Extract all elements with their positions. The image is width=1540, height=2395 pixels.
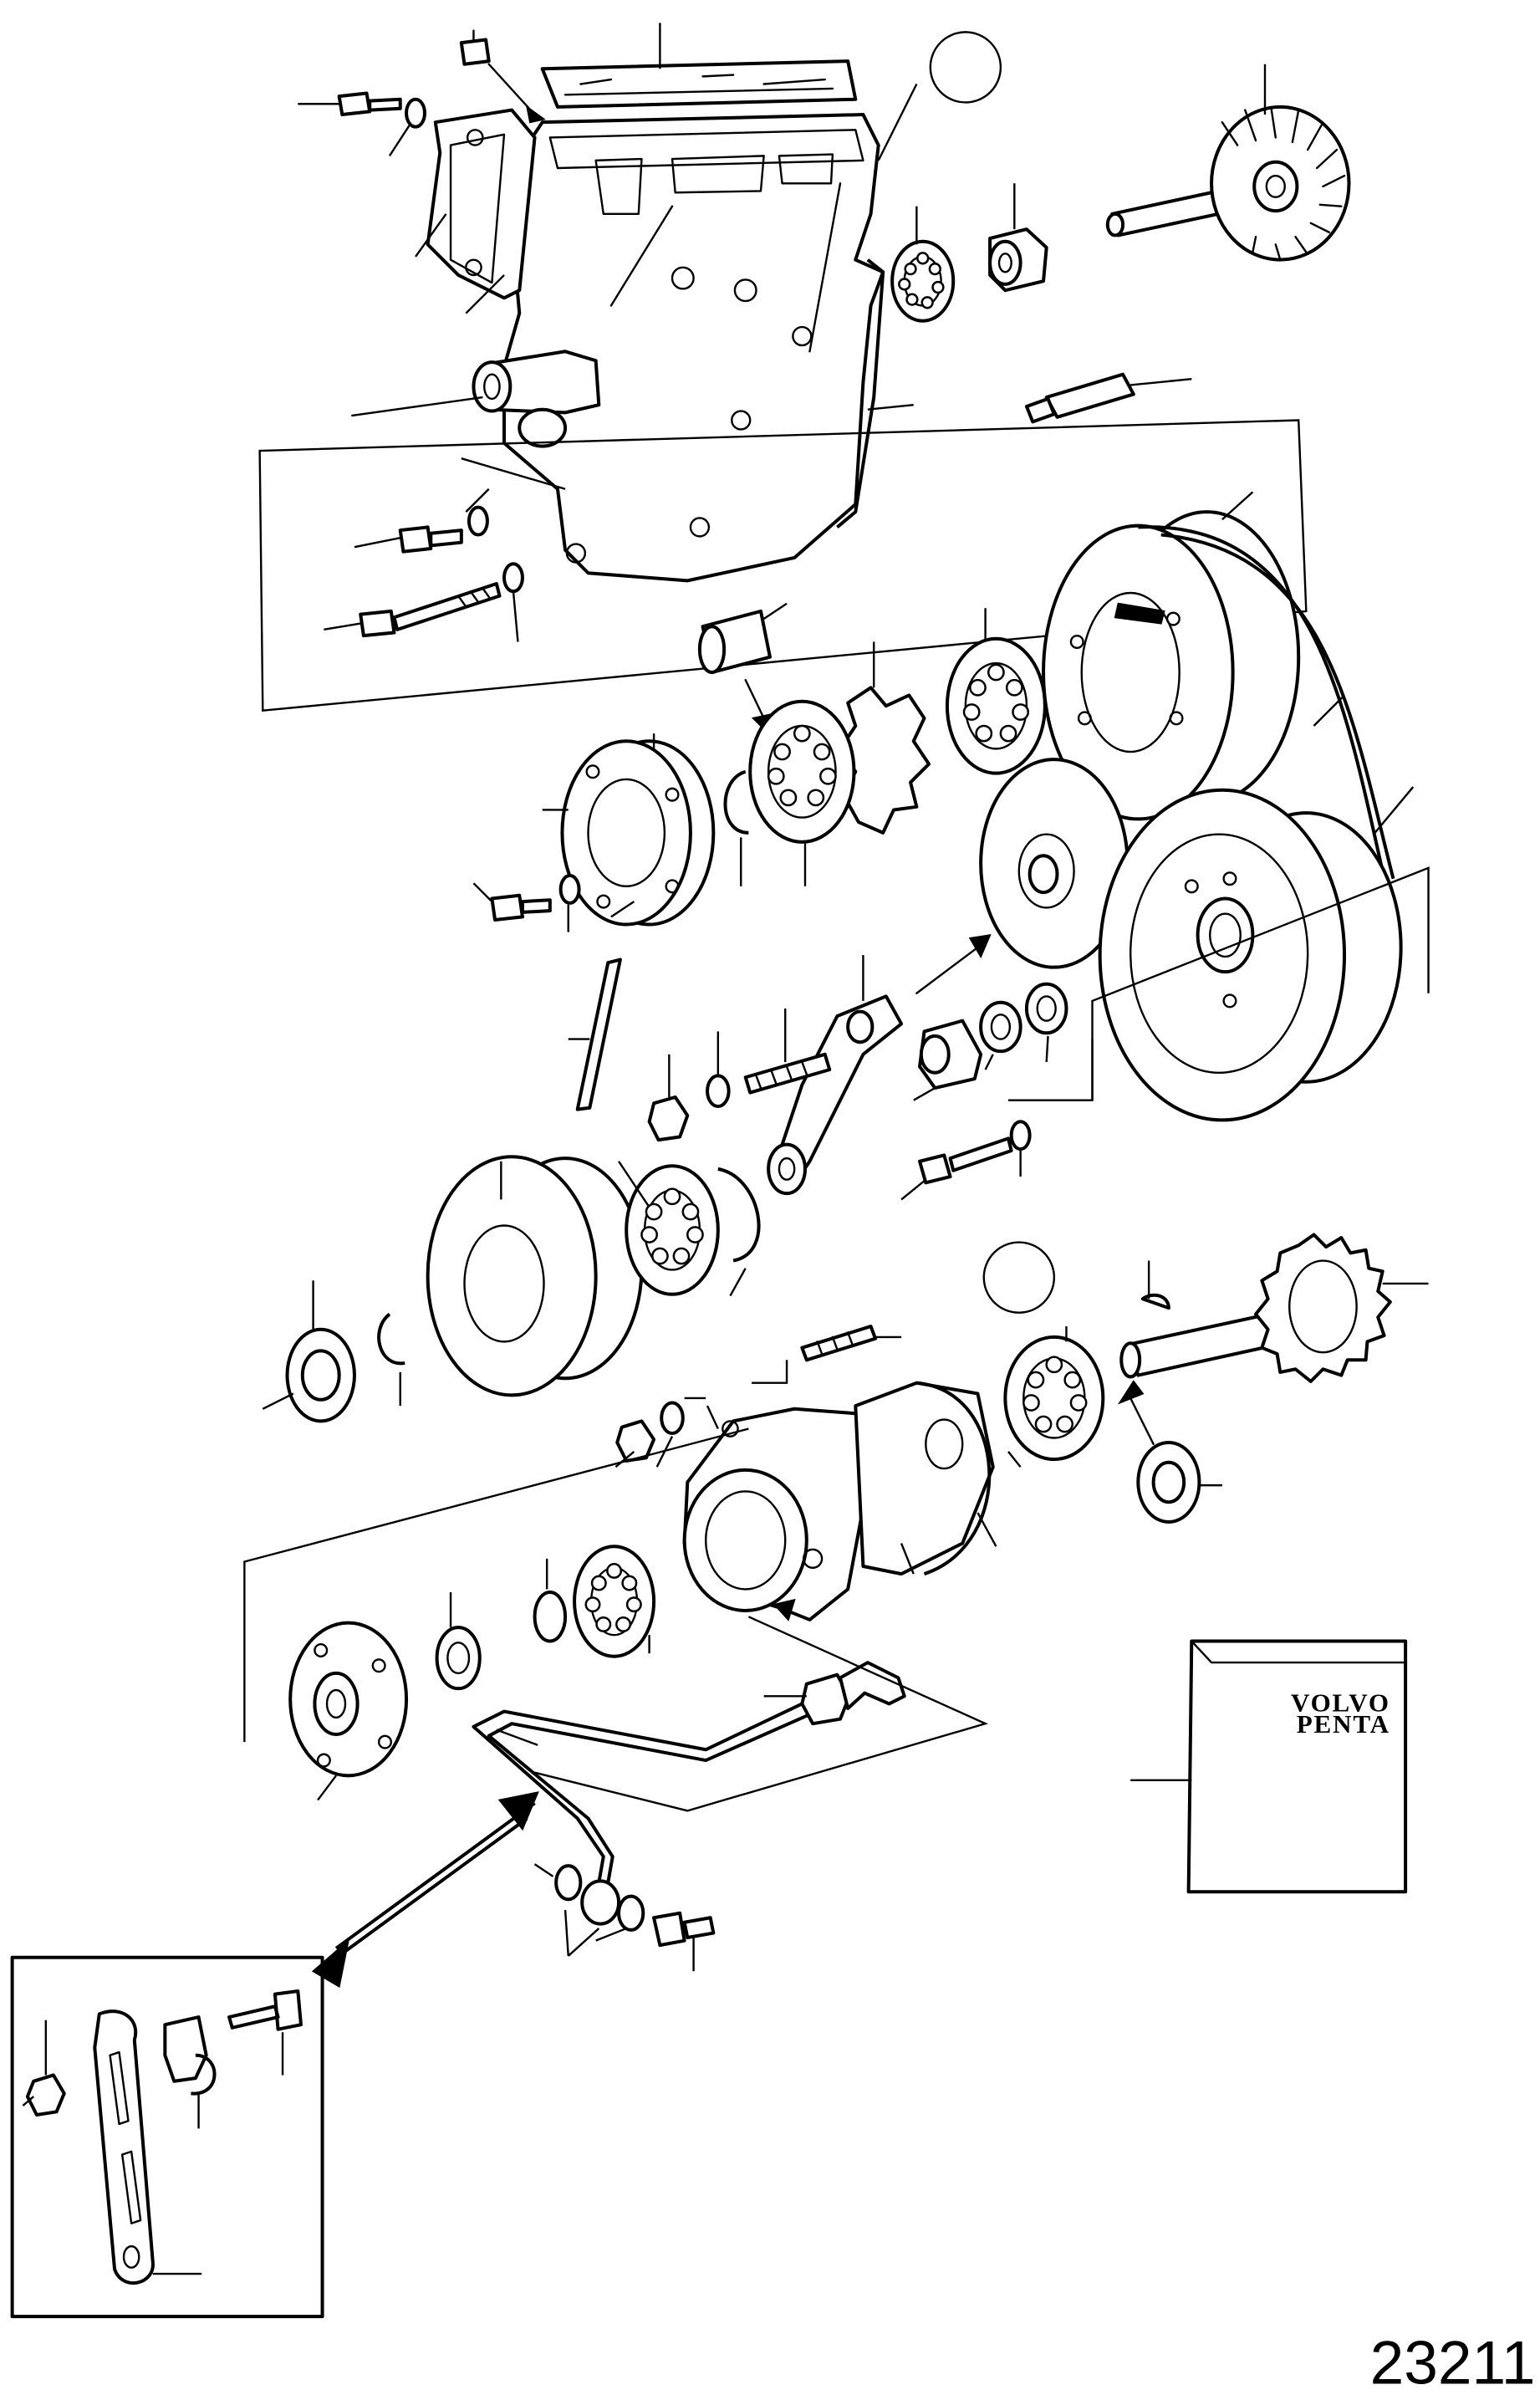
gearbox-housing xyxy=(504,115,883,580)
cover-washer xyxy=(406,100,425,127)
cover-bolt xyxy=(339,93,400,115)
flange-o-ring xyxy=(916,1383,989,1574)
housing-bolt-short xyxy=(400,527,461,551)
pump-bearing xyxy=(574,1546,654,1657)
pipe-clamp xyxy=(165,2017,206,2081)
tensioner-washer-a xyxy=(981,1003,1021,1051)
lower-bearing xyxy=(626,1166,718,1294)
inset-detail-box xyxy=(13,1958,323,2316)
bearing-upper-right xyxy=(947,639,1045,774)
circlip-upper xyxy=(725,772,748,833)
reference-circle-bottom xyxy=(984,1243,1054,1313)
lower-pulley xyxy=(428,1157,596,1395)
housing-gasket xyxy=(837,260,883,528)
clamp-nut xyxy=(28,2075,64,2115)
kit-envelope xyxy=(1189,1642,1405,1892)
lower-pulley-group xyxy=(263,1157,1054,1421)
side-cover xyxy=(428,110,535,299)
clamp-bolt xyxy=(229,1991,301,2030)
stud-nut xyxy=(650,1097,688,1140)
housing-bolt-long xyxy=(360,584,499,636)
pump-o-ring xyxy=(535,1592,566,1641)
belt-pulley-group xyxy=(473,492,1413,1120)
fan-group xyxy=(892,64,1349,422)
drive-belt xyxy=(1138,527,1393,879)
figure-number: 23211 xyxy=(1370,2330,1536,2395)
inset-arrow-line xyxy=(329,1818,528,1963)
lower-nut xyxy=(617,1421,654,1461)
banjo-washer-a xyxy=(556,1866,580,1899)
tension-arm xyxy=(772,996,901,1184)
stud-lower xyxy=(802,1326,875,1360)
pulley-circlip xyxy=(379,1314,405,1363)
disc-washer xyxy=(561,876,579,903)
stud-washer xyxy=(707,1075,729,1106)
disc-bolt xyxy=(492,896,549,920)
gasket-kit: VOLVO PENTA xyxy=(1130,1642,1405,1892)
pipe-union xyxy=(802,1675,849,1723)
sealant-tube xyxy=(1047,375,1134,417)
housing-washer-a xyxy=(469,508,487,535)
pump-washer xyxy=(437,1627,480,1688)
woodruff-key xyxy=(1143,1295,1169,1308)
tensioner-bolt xyxy=(920,1138,1012,1182)
banjo-washer-b xyxy=(619,1897,643,1930)
bearing-upper-center xyxy=(750,702,854,842)
inset-arrow-head xyxy=(500,1792,538,1829)
pump-housing-flange xyxy=(855,1383,992,1574)
brand-text-volvo: VOLVO xyxy=(1291,1688,1390,1718)
brand-text-penta: PENTA xyxy=(1297,1709,1390,1739)
banjo-bolt xyxy=(654,1913,713,1945)
pipe-elbow xyxy=(840,1662,905,1708)
tensioner-bolt-washer xyxy=(1012,1121,1030,1149)
tension-stud xyxy=(746,1055,830,1093)
gear-shaft-bearing xyxy=(1005,1337,1103,1459)
lower-nut-washer xyxy=(661,1402,683,1433)
gear-shaft-group xyxy=(1005,1234,1428,1522)
top-gasket xyxy=(543,61,856,107)
group-frame-lower xyxy=(244,1429,985,1811)
breather-plug xyxy=(461,40,489,64)
reference-circle-top xyxy=(931,32,1001,102)
banjo-union xyxy=(582,1881,619,1923)
drive-gear xyxy=(1256,1234,1390,1381)
gearbox-housing-group xyxy=(298,23,1001,641)
dowel-pin xyxy=(578,960,620,1110)
bearing-cover-disc xyxy=(562,741,690,924)
lower-circlip xyxy=(718,1169,759,1261)
tensioner-washer-b xyxy=(1027,984,1067,1033)
pump-housing-group xyxy=(244,1326,1020,1971)
group-frame-middle xyxy=(1093,868,1429,1100)
oil-pipe xyxy=(473,1703,802,1882)
mounting-strap xyxy=(94,2011,153,2283)
housing-washer-b xyxy=(504,564,523,591)
tensioner-group xyxy=(650,935,1093,1199)
group-frame-upper xyxy=(260,421,1307,711)
